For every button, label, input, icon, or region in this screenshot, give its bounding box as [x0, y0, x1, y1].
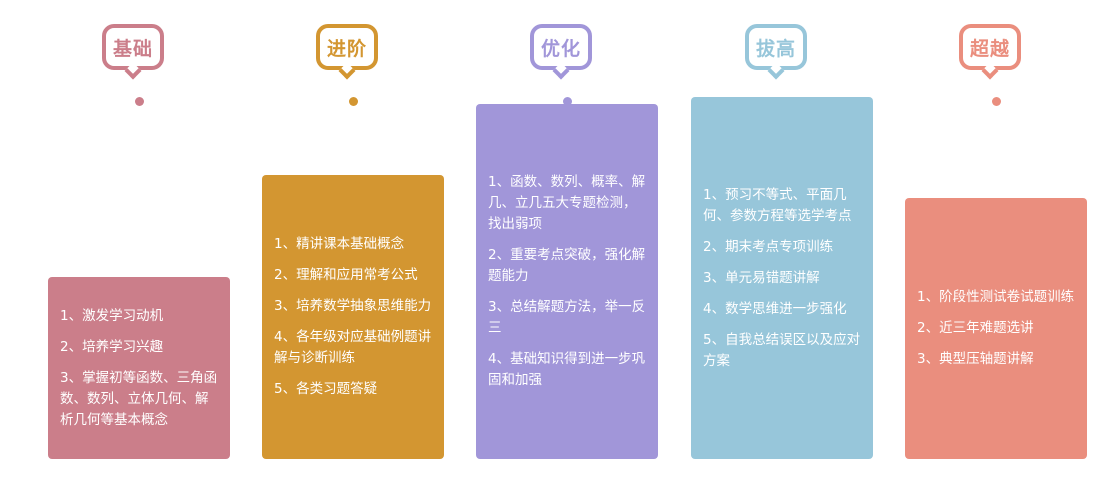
card-item: 3、单元易错题讲解 — [703, 269, 820, 286]
card-item: 2、重要考点突破，强化解题能力 — [488, 247, 646, 284]
stage-jinjie: 进阶 1、精讲课本基础概念 2、理解和应用常考公式 3、培养数学抽象思维能力 4… — [262, 0, 444, 477]
stage-chaoyue: 超越 1、阶段性测试卷试题训练 2、近三年难题选讲 3、典型压轴题讲解 — [905, 0, 1087, 477]
card-item: 1、预习不等式、平面几何、参数方程等选学考点 — [703, 186, 852, 224]
card-item: 2、理解和应用常考公式 — [274, 267, 418, 283]
badge-jinjie: 进阶 — [316, 24, 378, 80]
badge-bagao: 拔高 — [745, 24, 807, 80]
badge-jichu: 基础 — [102, 24, 164, 80]
badge-tail — [124, 62, 142, 80]
badge-tail — [767, 62, 785, 80]
badge-chaoyue: 超越 — [959, 24, 1021, 80]
stage-bagao: 拔高 1、预习不等式、平面几何、参数方程等选学考点 2、期末考点专项训练 3、单… — [691, 0, 873, 477]
card-item: 1、激发学习动机 — [60, 307, 164, 324]
badge-title: 进阶 — [326, 37, 367, 60]
card-item: 4、数学思维进一步强化 — [703, 300, 847, 317]
card-item: 2、近三年难题选讲 — [917, 320, 1034, 336]
card-item: 5、各类习题答疑 — [274, 381, 378, 397]
stage-dot — [349, 97, 358, 106]
card-youhua: 1、函数、数列、概率、解几、立几五大专题检测，找出弱项 2、重要考点突破，强化解… — [476, 104, 658, 459]
badge-title: 基础 — [112, 37, 153, 60]
card-item: 5、自我总结误区以及应对方案 — [703, 331, 861, 369]
card-jichu: 1、激发学习动机 2、培养学习兴趣 3、掌握初等函数、三角函数、数列、立体几何、… — [48, 277, 230, 459]
card-item: 2、培养学习兴趣 — [60, 338, 164, 355]
badge-youhua: 优化 — [530, 24, 592, 80]
card-item: 2、期末考点专项训练 — [703, 238, 834, 255]
card-chaoyue: 1、阶段性测试卷试题训练 2、近三年难题选讲 3、典型压轴题讲解 — [905, 198, 1087, 459]
card-bagao: 1、预习不等式、平面几何、参数方程等选学考点 2、期末考点专项训练 3、单元易错… — [691, 97, 873, 459]
card-item: 4、各年级对应基础例题讲解与诊断训练 — [274, 329, 432, 366]
card-item: 4、基础知识得到进一步巩固和加强 — [488, 351, 646, 388]
card-item: 3、总结解题方法，举一反三 — [488, 299, 646, 336]
stage-dot — [563, 97, 572, 106]
card-item: 3、典型压轴题讲解 — [917, 351, 1034, 367]
badge-tail — [552, 62, 570, 80]
card-item: 3、掌握初等函数、三角函数、数列、立体几何、解析几何等基本概念 — [60, 369, 218, 428]
stage-dot — [992, 97, 1001, 106]
stage-youhua: 优化 1、函数、数列、概率、解几、立几五大专题检测，找出弱项 2、重要考点突破，… — [476, 0, 658, 477]
stage-dot — [135, 97, 144, 106]
stage-jichu: 基础 1、激发学习动机 2、培养学习兴趣 3、掌握初等函数、三角函数、数列、立体… — [48, 0, 230, 477]
badge-tail — [338, 62, 356, 80]
card-item: 1、精讲课本基础概念 — [274, 236, 405, 252]
card-jinjie: 1、精讲课本基础概念 2、理解和应用常考公式 3、培养数学抽象思维能力 4、各年… — [262, 175, 444, 459]
card-item: 1、函数、数列、概率、解几、立几五大专题检测，找出弱项 — [488, 174, 646, 232]
card-item: 1、阶段性测试卷试题训练 — [917, 289, 1075, 305]
badge-tail — [981, 62, 999, 80]
badge-title: 优化 — [540, 37, 581, 60]
badge-title: 拔高 — [755, 37, 796, 60]
badge-title: 超越 — [969, 37, 1010, 60]
card-item: 3、培养数学抽象思维能力 — [274, 298, 432, 314]
